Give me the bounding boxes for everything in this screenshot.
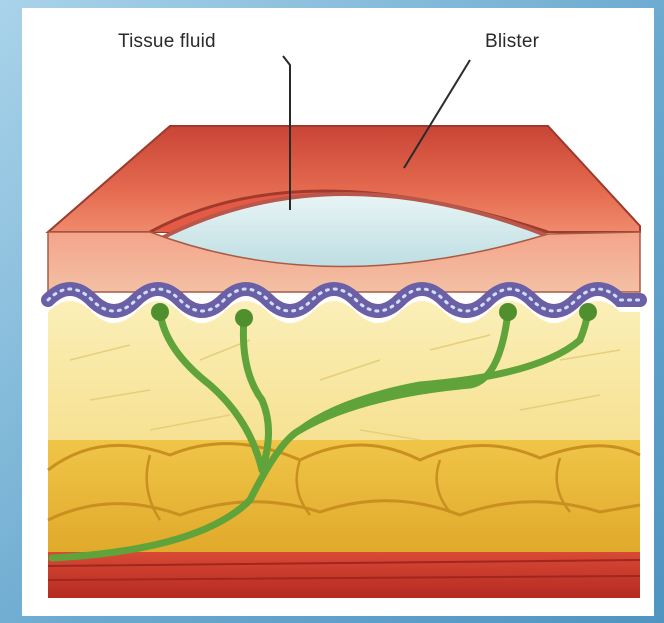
muscle-layer [48, 552, 640, 598]
fat-lobules [48, 440, 640, 555]
